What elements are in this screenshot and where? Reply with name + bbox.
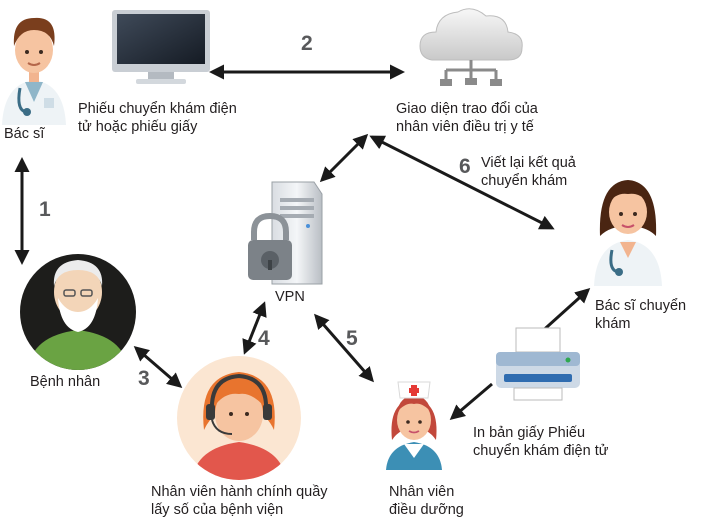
- nurse-label-line1: Nhân viên: [389, 484, 455, 500]
- arrow-vpn-agent: [242, 301, 267, 355]
- call-center-agent-icon: [177, 356, 301, 480]
- arrows: [14, 64, 591, 420]
- step-1: 1: [39, 198, 51, 221]
- referral-form-label-line1: Phiếu chuyển khám điện: [78, 101, 237, 117]
- print-referral-label-line2: chuyển khám điện tử: [473, 443, 609, 459]
- arrow-patient-agent: [133, 346, 183, 388]
- doctor-label: Bác sĩ: [4, 126, 45, 142]
- specialist-doctor-label-line1: Bác sĩ chuyển: [595, 298, 687, 314]
- vpn-server-lock-icon: [248, 181, 323, 285]
- vpn-label: VPN: [275, 289, 305, 305]
- rewrite-result-label-line1: Viết lại kết quả: [481, 155, 576, 171]
- admin-staff-label-line1: Nhân viên hành chính quầy: [151, 484, 328, 500]
- step-4: 4: [258, 327, 270, 350]
- specialist-doctor-label-line2: khám: [595, 316, 631, 332]
- doctor-male-icon: [2, 17, 66, 125]
- print-referral-label-line1: In bản giấy Phiếu: [473, 425, 586, 441]
- step-5: 5: [346, 327, 358, 350]
- monitor-icon: [112, 10, 210, 84]
- arrow-printer-nurse: [449, 382, 493, 420]
- arrow-cloud-specialist: [369, 135, 555, 230]
- nurse-label-line2: điều dưỡng: [389, 502, 464, 518]
- rewrite-result-label-line2: chuyển khám: [481, 173, 568, 189]
- arrow-cloud-vpn: [319, 133, 369, 183]
- step-3: 3: [138, 367, 150, 390]
- patient-elder-icon: [20, 254, 136, 370]
- nurse-icon: [386, 381, 442, 470]
- arrow-vpn-nurse: [314, 313, 374, 383]
- exchange-interface-label-line1: Giao diện trao đổi của: [396, 101, 538, 117]
- female-doctor-icon: [594, 180, 662, 286]
- step-2: 2: [301, 32, 313, 55]
- patient-label: Bệnh nhân: [30, 374, 101, 390]
- exchange-interface-label-line2: nhân viên điều trị y tế: [396, 119, 534, 135]
- printer-icon: [496, 327, 580, 401]
- cloud-server-icon: [419, 8, 523, 86]
- step-6: 6: [459, 155, 471, 178]
- referral-form-label-line2: tử hoặc phiếu giấy: [78, 119, 198, 135]
- admin-staff-label-line2: lấy số của bệnh viện: [151, 502, 284, 518]
